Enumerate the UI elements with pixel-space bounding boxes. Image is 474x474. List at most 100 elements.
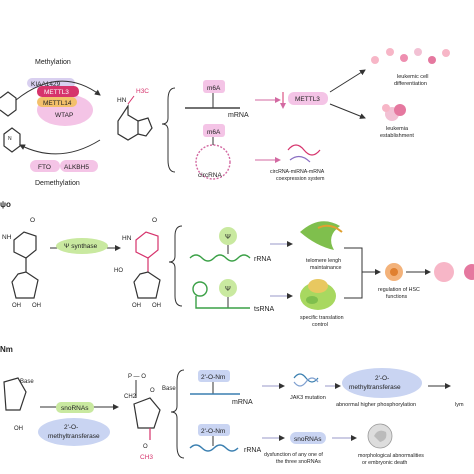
nm-rrna-label: 2'-O-Nm	[201, 428, 225, 435]
ch3-label: CH3	[140, 454, 153, 461]
to-leukemia-arrow	[329, 103, 366, 119]
left-ring-structure	[0, 91, 17, 117]
ribose-2	[133, 271, 161, 299]
psi-rrna-label: Ψ	[225, 234, 231, 241]
methyltransferase-badge	[38, 418, 110, 446]
ch2-label: CH2	[124, 394, 137, 400]
section3-brace	[170, 369, 185, 459]
hn-label: HN	[117, 97, 127, 104]
mettl3-label: METTL3	[44, 89, 69, 96]
base-label-2: Base	[162, 386, 176, 392]
snornas-badge-2	[290, 432, 326, 444]
oh-label-2: OH	[32, 303, 41, 309]
fto-box	[30, 160, 60, 172]
telomere-icon	[300, 221, 340, 250]
circ-system-line2: coexpression system	[276, 176, 324, 182]
psi-badge-rrna	[219, 227, 237, 245]
hsc-cell-2	[434, 262, 454, 282]
m6a-mrna-label: m6A	[207, 85, 221, 92]
translation-line1: specific translation	[300, 315, 344, 321]
snornas-badge	[56, 402, 94, 413]
synthase-badge	[56, 238, 108, 254]
ribose-1	[11, 271, 39, 299]
leukemia-icon	[382, 104, 406, 121]
telomere-icon-accent	[317, 224, 343, 233]
adenine-ring-6	[117, 104, 139, 141]
ribose-left	[3, 377, 27, 411]
base-label-1: Base	[20, 379, 34, 385]
snornas2-label: snoRNAs	[294, 436, 322, 443]
mettl14-label: METTL14	[43, 100, 72, 107]
mettl3-box	[37, 86, 79, 97]
methyltransferase-line2: methyltransferase	[48, 433, 100, 440]
synthase-label: Ψ synthase	[64, 243, 98, 250]
section1-brace	[161, 87, 176, 173]
methyl-bond	[127, 95, 135, 105]
alkbh5-label: ALKBH5	[64, 164, 89, 171]
tsrna-label: tsRNA	[254, 306, 275, 313]
o-ring-label: O	[150, 388, 155, 394]
tsrna-strand	[195, 296, 250, 309]
ring-label: N	[8, 136, 12, 142]
morph-line1: morphological abnormalities	[358, 453, 424, 459]
jak3-dna-icon-2	[293, 377, 319, 387]
telomere-line1: telomere lengh	[306, 258, 341, 264]
nm-badge-mrna	[198, 370, 230, 382]
h3c-label: H3C	[136, 88, 149, 95]
morph-line2: or embryonic death	[362, 460, 407, 466]
rrna-wave	[189, 254, 251, 262]
nm-methyl-badge	[342, 368, 422, 398]
circ-system-line1: circRNA-miRNA-mRNA	[270, 169, 325, 175]
psi-section: ψo NH O OH OH Ψ synthase HN O HO OH OH Ψ…	[0, 200, 474, 328]
psi-tsrna-label: Ψ	[225, 286, 231, 293]
leukemia-line2: establishment	[380, 133, 414, 139]
rrna-wave-3	[189, 444, 239, 452]
oh-label-3: OH	[132, 303, 141, 309]
hsc-cell-nucleus	[390, 268, 398, 276]
adenine-ring-5	[137, 117, 153, 137]
nm-section: Nm Base OH snoRNAs 2'-O- methyltransfera…	[0, 345, 464, 466]
circrna-label: circRNA	[198, 172, 222, 179]
tsrna-loop	[192, 281, 208, 297]
nm-mrna-label: 2'-O-Nm	[201, 374, 225, 381]
oh-left: OH	[14, 426, 23, 432]
p-o-label: P — O	[128, 374, 146, 380]
dysfunction-line1: dysfunction of any one of	[264, 452, 323, 458]
m6a-badge-mrna	[203, 80, 225, 93]
methylation-label: Methylation	[35, 59, 71, 66]
embryo-icon	[367, 423, 393, 449]
oh-label-4: OH	[152, 303, 161, 309]
hn-label-2: HN	[122, 235, 132, 242]
section2-brace	[168, 225, 183, 307]
rrna-label: rRNA	[254, 256, 271, 263]
hsc-cell-3	[464, 264, 474, 280]
jak3-label: JAK3 mutation	[290, 395, 326, 401]
lym-label: lym	[455, 402, 464, 408]
m6a-section: N Methylation KIAA1429 METTL3 METTL14 WT…	[0, 48, 450, 187]
dysfunction-line2: the three snoRNAs	[276, 459, 321, 465]
wtap-label: WTAP	[55, 112, 73, 119]
ribose-right	[133, 397, 161, 429]
nh-label: NH	[2, 234, 12, 241]
circ-system-icon-2	[289, 155, 311, 163]
hsc-line2: functions	[386, 294, 408, 300]
alkbh5-box	[60, 160, 98, 172]
mettl3-target-box	[288, 92, 328, 105]
circ-system-icon	[287, 144, 321, 156]
mettl14-box	[37, 97, 77, 107]
nm-methyl-line2: methyltransferase	[349, 384, 401, 391]
to-diff-arrow	[329, 69, 366, 93]
methylation-arrow	[15, 80, 101, 101]
translation-icon	[300, 279, 336, 310]
psi-ring	[135, 231, 159, 259]
mettl3-target-label: METTL3	[295, 96, 320, 103]
abnormal-label: abnormal higher phosphorylation	[336, 402, 416, 408]
rrna-label-3: rRNA	[244, 447, 261, 454]
oh-label-1: OH	[12, 303, 21, 309]
section3-label: Nm	[0, 345, 13, 354]
cell-differentiation-icon	[371, 48, 450, 64]
mrna-label-3: mRNA	[232, 399, 253, 406]
demethylation-label: Demethylation	[35, 180, 80, 187]
mrna-label: mRNA	[228, 112, 249, 119]
